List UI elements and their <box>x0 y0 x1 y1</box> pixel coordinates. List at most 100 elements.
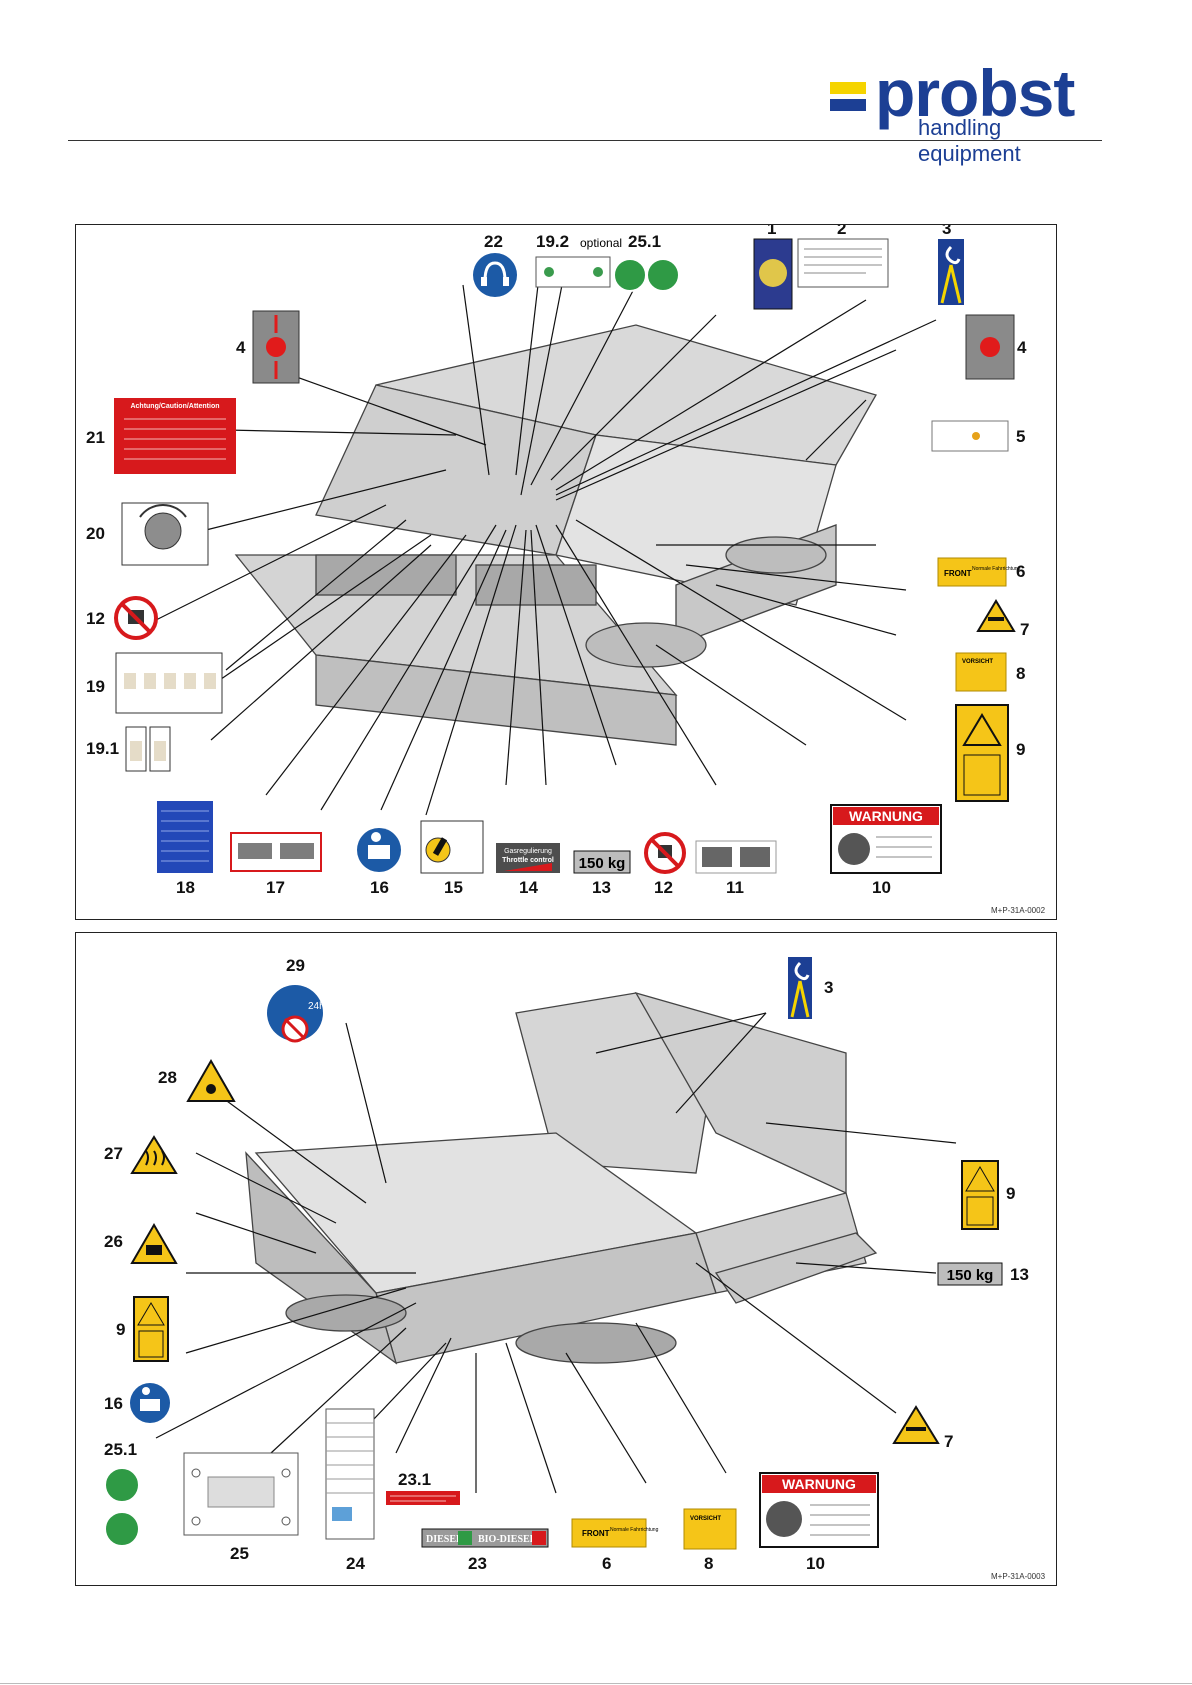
sign-19-2-optional-control: 19.2 optional <box>535 232 622 288</box>
sign-15-switch: 15 <box>420 820 484 897</box>
p2-label-27: 27 <box>104 1144 123 1163</box>
label-11: 11 <box>726 878 744 897</box>
sign-1-certification-plate: 1 <box>753 225 793 310</box>
label-21: 21 <box>86 428 105 447</box>
p2-label-16: 16 <box>104 1394 123 1413</box>
sign-24-lubrication-chart: 24 <box>325 1408 375 1573</box>
sign-6-front-direction: FRONT Normale Fahrrichtung 6 <box>571 1518 659 1573</box>
label-2: 2 <box>837 225 846 238</box>
p2-label-8: 8 <box>704 1554 713 1573</box>
sign-17-operation-sticker: 17 <box>230 832 322 897</box>
sign-9-entanglement: 9 <box>955 704 1025 802</box>
sign-13-weight: 150 kg 13 <box>573 850 631 897</box>
sign-20-dial: 20 <box>86 502 209 566</box>
header-divider <box>68 140 1102 141</box>
logo-subtitle: handling equipment <box>918 115 1021 166</box>
label-18: 18 <box>176 878 195 897</box>
p2-label-7: 7 <box>944 1432 953 1451</box>
sign-10-warning: WARNUNG 10 <box>759 1472 879 1573</box>
sign-19-1-lever-labels: 19.1 <box>86 726 171 772</box>
sign-2-type-plate: 2 <box>797 225 889 288</box>
sign-9-entanglement-left: 9 <box>116 1296 169 1362</box>
p2-label-9-left: 9 <box>116 1320 125 1339</box>
panel2-ref: M+P-31A-0003 <box>991 1572 1046 1581</box>
sign-8-caution: VORSICHT 8 <box>955 652 1025 692</box>
machine-body-2 <box>245 991 878 1365</box>
logo-yellow-bar <box>830 82 866 94</box>
p2-label-13: 13 <box>1010 1265 1029 1284</box>
leader-lines-1 <box>155 284 937 816</box>
sign-28-warning: 28 <box>158 1058 236 1102</box>
diesel-text: DIESEL <box>426 1534 463 1545</box>
label-5: 5 <box>1016 427 1025 446</box>
machine-diagram-rear-view: 3 24h 29 28 27 26 9 9 150 <box>75 932 1057 1586</box>
bio-diesel-text: BIO-DIESEL <box>478 1534 537 1545</box>
vorsicht-text: VORSICHT <box>962 659 993 665</box>
sign-11-hand-warning: 11 <box>695 840 777 897</box>
p2-label-26: 26 <box>104 1232 123 1251</box>
label-19: 19 <box>86 677 105 696</box>
sign-12-no-step-right: 12 <box>644 832 686 897</box>
label-9: 9 <box>1016 740 1025 759</box>
p2-vorsicht-text: VORSICHT <box>690 1516 721 1522</box>
p2-label-23-1: 23.1 <box>398 1470 431 1489</box>
p2-label-29: 29 <box>286 956 305 975</box>
throttle-de: Gasregulierung <box>504 848 552 855</box>
p2-label-3: 3 <box>824 978 833 997</box>
panel1-ref: M+P-31A-0002 <box>991 906 1046 915</box>
sign-25-service-diagram: 25 <box>183 1452 299 1563</box>
sign-19-control-panel-labels: 19 <box>86 652 223 714</box>
label-22: 22 <box>484 232 503 251</box>
probst-logo: probst handling equipment <box>830 60 1100 166</box>
weight-text: 150 kg <box>579 855 626 872</box>
p2-label-28: 28 <box>158 1068 177 1087</box>
sign-7-crush-warning: 7 <box>892 1405 953 1451</box>
sign-6-front-direction: FRONT Normale Fahrrichtung 6 <box>937 557 1025 587</box>
label-20: 20 <box>86 524 105 543</box>
label-1: 1 <box>767 225 776 238</box>
label-12-right: 12 <box>654 878 673 897</box>
sign-3-lifting-point: 3 <box>938 225 964 305</box>
p2-front-sub: Normale Fahrrichtung <box>610 1527 659 1533</box>
p2-label-10: 10 <box>806 1554 825 1573</box>
sign-25-1-green-signs: 25.1 <box>613 232 680 292</box>
label-6: 6 <box>1016 562 1025 581</box>
p2-label-25-1: 25.1 <box>104 1440 137 1459</box>
label-3: 3 <box>942 225 951 238</box>
label-17: 17 <box>266 878 285 897</box>
p2-weight-text: 150 kg <box>947 1267 994 1284</box>
machine-diagram-2: 3 24h 29 28 27 26 9 9 150 <box>104 956 1046 1581</box>
sign-25-1-green-signs: 25.1 <box>104 1440 140 1547</box>
label-7: 7 <box>1020 620 1029 639</box>
p2-label-24: 24 <box>346 1554 365 1573</box>
logo-blue-bar <box>830 99 866 111</box>
p2-label-9-right: 9 <box>1006 1184 1015 1203</box>
label-14: 14 <box>519 878 538 897</box>
front-text: FRONT <box>944 569 972 578</box>
sign-12-no-step-left: 12 <box>86 596 158 640</box>
sign-26-corrosive: 26 <box>104 1223 178 1264</box>
p2-front-text: FRONT <box>582 1529 610 1538</box>
p2-warnung-text: WARNUNG <box>782 1476 856 1492</box>
sign-4-emergency-stop-left: 4 <box>236 310 300 384</box>
label-19-1: 19.1 <box>86 739 119 758</box>
sign-27-hot-surface: 27 <box>104 1135 178 1174</box>
label-4-right: 4 <box>1017 338 1027 357</box>
sign-7-crush-warning: 7 <box>976 599 1029 639</box>
label-19-2: 19.2 <box>536 232 569 251</box>
label-16: 16 <box>370 878 389 897</box>
page-bottom-rule <box>0 1683 1192 1684</box>
label-15: 15 <box>444 878 463 897</box>
label-25-1: 25.1 <box>628 232 661 251</box>
sign-21-attention-panel: Achtung/Caution/Attention 21 <box>86 398 236 474</box>
sign-16-read-manual: 16 <box>104 1383 170 1423</box>
throttle-en: Throttle control <box>502 857 554 864</box>
sign-23-1-fuel-note: 23.1 <box>386 1470 460 1505</box>
sign-9-entanglement-right: 9 <box>961 1160 1015 1230</box>
sign-5-info-sticker: 5 <box>931 420 1025 452</box>
p2-label-6: 6 <box>602 1554 611 1573</box>
label-13: 13 <box>592 878 611 897</box>
logo-wordmark: probst <box>875 56 1075 130</box>
sign-16-read-manual: 16 <box>357 828 401 897</box>
leader-lines-2 <box>155 1012 957 1494</box>
